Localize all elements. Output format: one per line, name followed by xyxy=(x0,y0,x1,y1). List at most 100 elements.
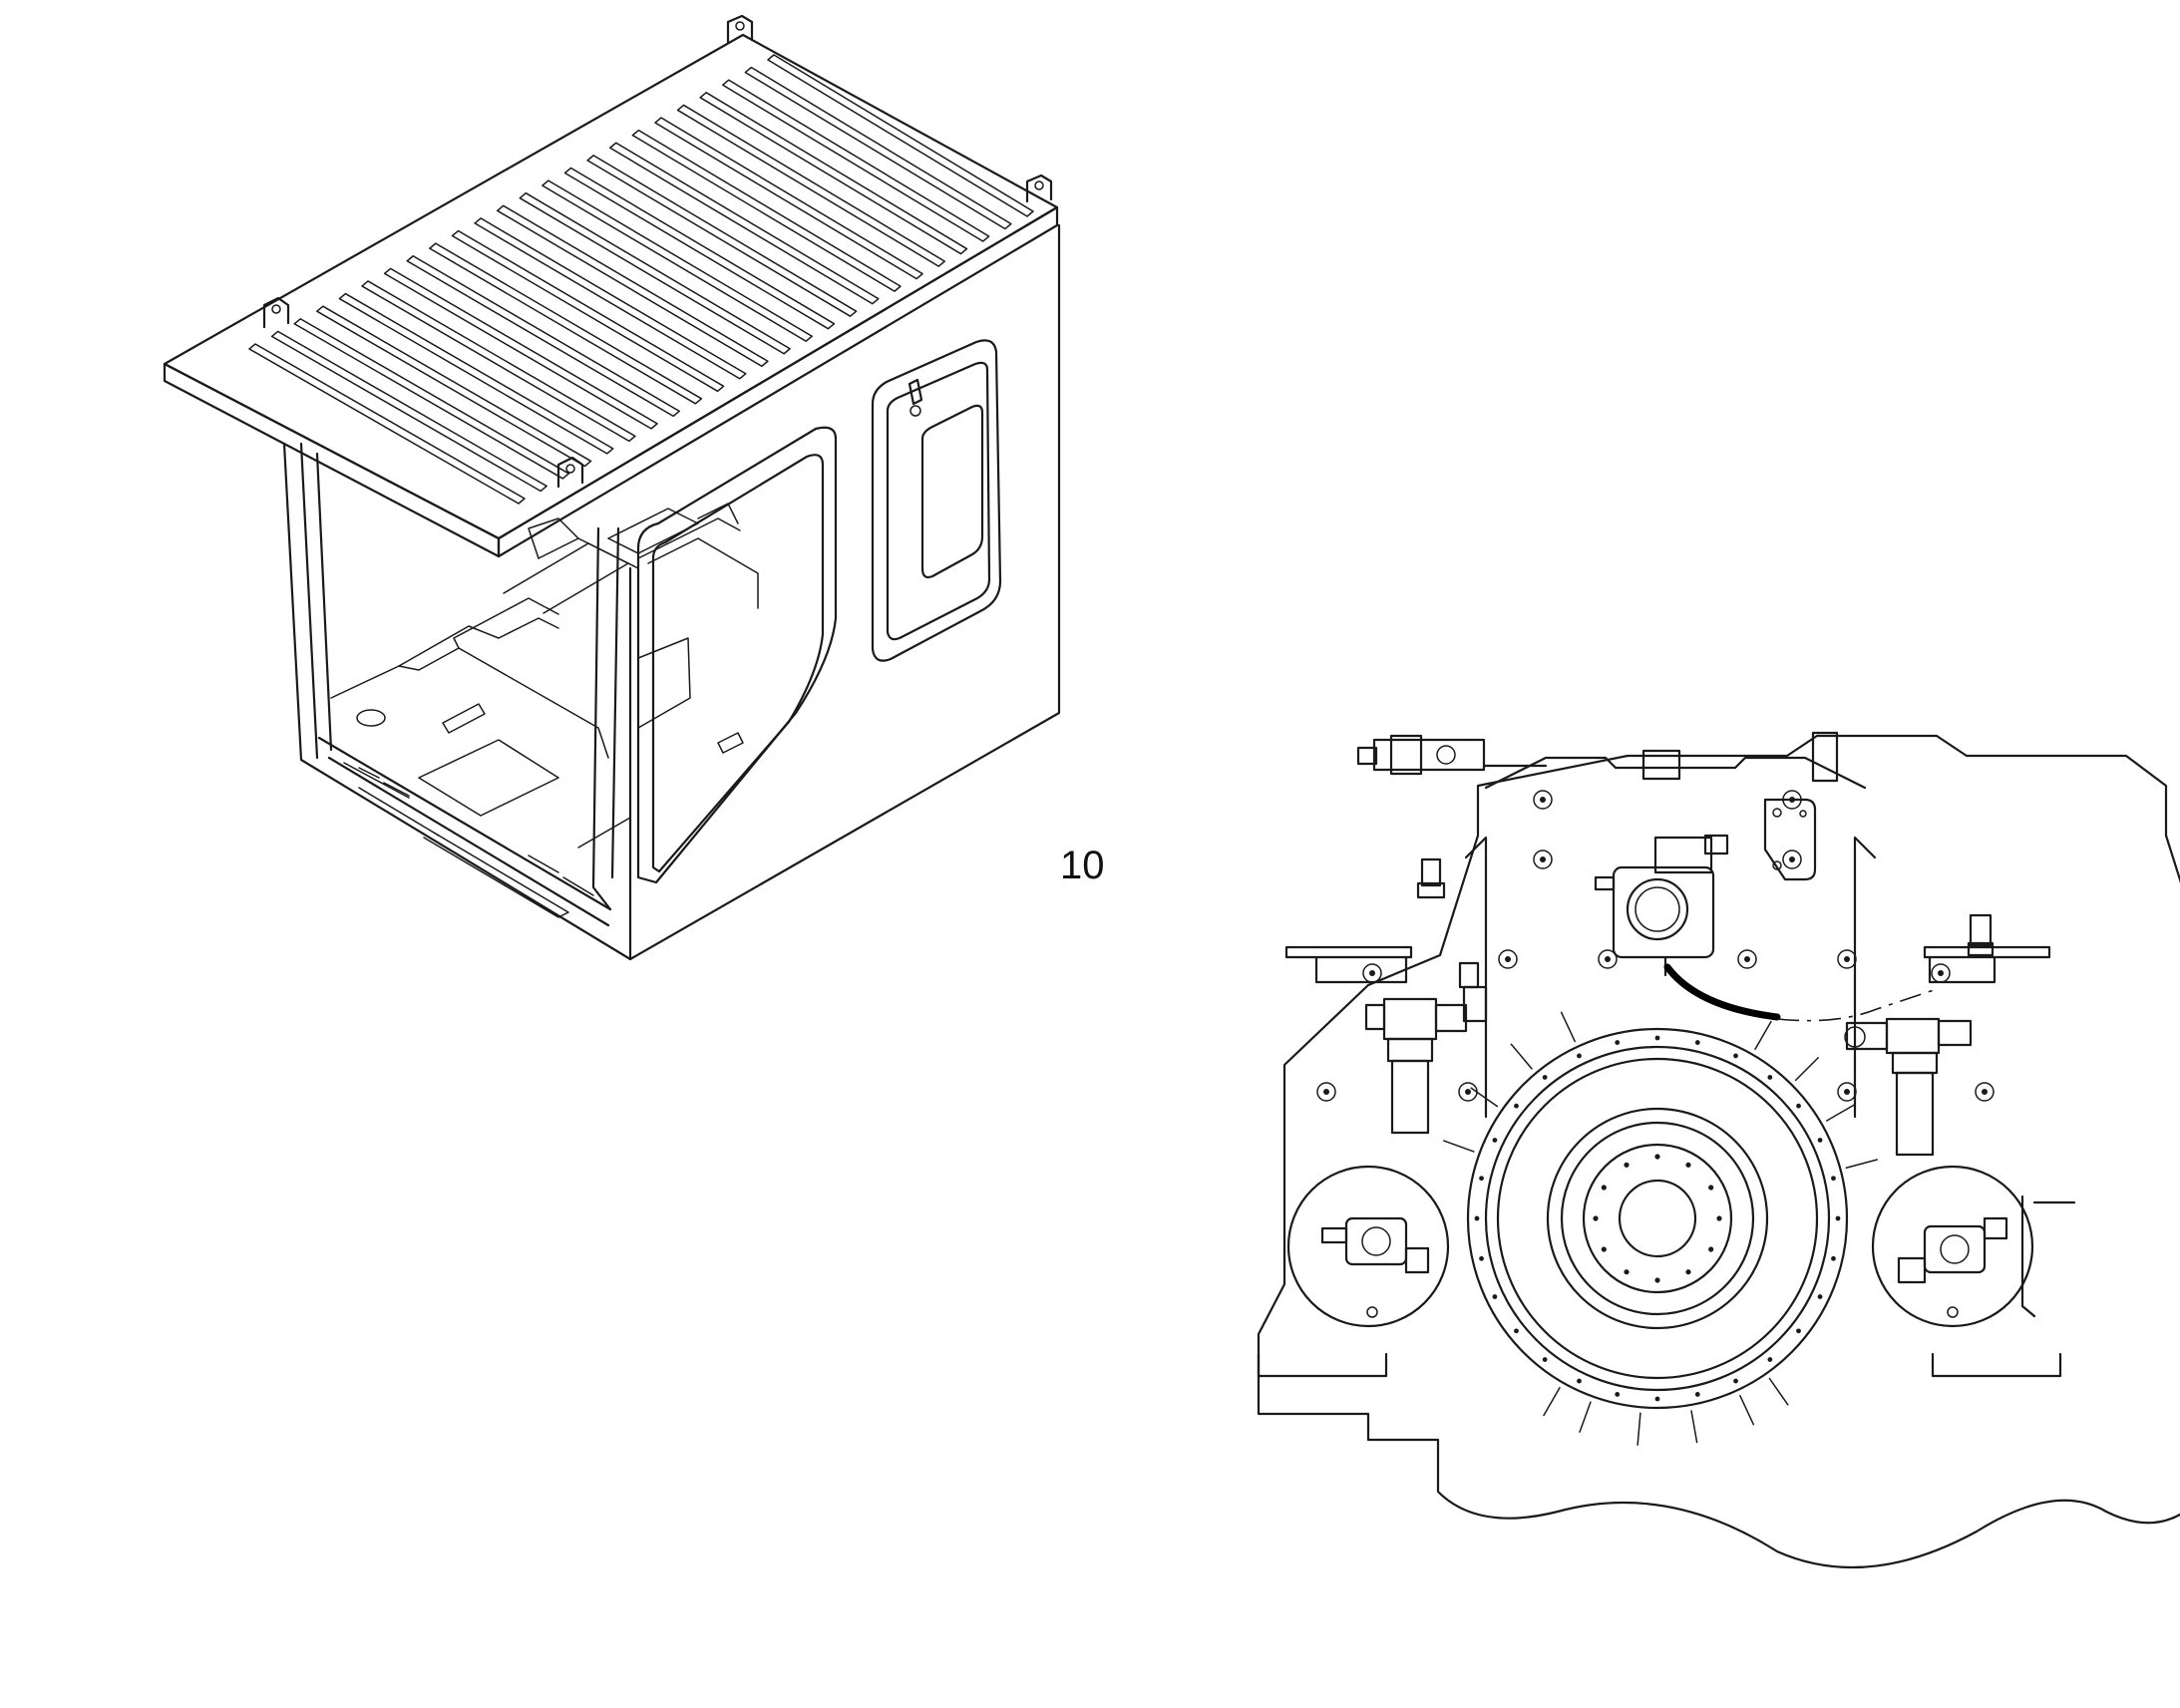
housing-rib xyxy=(1470,1087,1499,1108)
cab-roof xyxy=(163,14,1059,558)
mounting-holes xyxy=(1316,790,1995,1102)
callout-label-10: 10 xyxy=(1060,844,1105,887)
drive-pad-left xyxy=(1286,1165,1450,1328)
bolt xyxy=(1615,1040,1621,1045)
mounting-hole xyxy=(1598,949,1618,969)
bolt xyxy=(1716,1215,1722,1221)
bolt xyxy=(1796,1328,1801,1334)
roof-slat xyxy=(519,191,791,355)
bolt xyxy=(1654,1154,1660,1160)
housing-rib xyxy=(1579,1401,1592,1433)
roof-slat xyxy=(767,54,1034,217)
mounting-hole xyxy=(1533,850,1553,869)
bolt xyxy=(1817,1138,1823,1143)
mounting-hole xyxy=(1837,1082,1857,1102)
mounting-hole xyxy=(1975,1082,1995,1102)
bolt xyxy=(1733,1378,1738,1384)
cab-bottom-vents xyxy=(358,767,594,896)
cab-body xyxy=(282,223,1061,961)
roof-slat xyxy=(316,305,592,468)
roof-slat xyxy=(248,343,526,505)
roof-slat xyxy=(676,104,946,267)
roof-slat xyxy=(338,292,614,455)
bolt xyxy=(1831,1255,1836,1261)
flywheel-housing xyxy=(1443,1011,1878,1446)
bolt xyxy=(1694,1040,1700,1045)
mounting-hole xyxy=(1498,949,1518,969)
bolt xyxy=(1479,1255,1484,1261)
pump-top-center xyxy=(1594,834,1729,977)
housing-rib xyxy=(1560,1011,1576,1043)
bolt xyxy=(1835,1215,1841,1221)
mounting-hole xyxy=(1533,790,1553,810)
roof-slat xyxy=(383,267,658,430)
bolt xyxy=(1654,1035,1660,1041)
bolt xyxy=(1492,1294,1498,1299)
bolt xyxy=(1624,1162,1630,1168)
housing-ribs xyxy=(1443,1011,1878,1446)
bolt xyxy=(1601,1185,1607,1191)
bolt xyxy=(1542,1075,1548,1080)
engine-assembly xyxy=(1257,731,2180,1569)
bolt xyxy=(1694,1392,1700,1397)
hydraulic-hose xyxy=(1663,963,1781,1021)
bracket-top-right xyxy=(1763,798,1817,881)
bolt xyxy=(1708,1185,1714,1191)
valve-block-top-left xyxy=(1356,734,1548,776)
bolt xyxy=(1492,1138,1498,1143)
bolt xyxy=(1733,1053,1738,1059)
housing-rib xyxy=(1754,1020,1772,1051)
filter-right xyxy=(1844,913,1995,1157)
mounting-hole xyxy=(1362,963,1382,983)
roof-slat xyxy=(406,254,680,418)
roof-slat xyxy=(586,155,858,317)
bolt xyxy=(1514,1103,1519,1109)
mounting-hole xyxy=(1737,949,1757,969)
engine-block-outline xyxy=(1257,734,2180,1569)
housing-rib xyxy=(1443,1140,1475,1153)
filter-left xyxy=(1364,857,1488,1135)
housing-rib xyxy=(1768,1377,1789,1406)
flywheel-bolt-ring xyxy=(1474,1035,1841,1402)
roof-slat xyxy=(293,318,570,480)
roof-slats xyxy=(248,54,1034,505)
housing-rib xyxy=(1739,1394,1755,1426)
roof-slat xyxy=(542,179,814,342)
housing-rib xyxy=(1825,1104,1856,1122)
roof-slat xyxy=(496,204,769,368)
housing-rib xyxy=(1690,1410,1698,1444)
roof-slat xyxy=(699,92,968,255)
roof-slat xyxy=(429,242,703,405)
roof-slat xyxy=(744,66,1012,230)
bolt xyxy=(1767,1075,1773,1080)
housing-rib xyxy=(1845,1159,1878,1170)
drive-pad-right xyxy=(1871,1165,2076,1328)
bolt xyxy=(1831,1176,1836,1182)
flywheel-inner-bolts xyxy=(1593,1154,1722,1283)
bolt xyxy=(1593,1215,1599,1221)
bolt xyxy=(1708,1246,1714,1252)
operator-cab xyxy=(163,14,1061,961)
mounting-hole xyxy=(1316,1082,1336,1102)
bolt xyxy=(1767,1357,1773,1362)
roof-slat xyxy=(361,280,636,443)
roof-slat xyxy=(654,117,923,280)
mounting-hole xyxy=(1837,949,1857,969)
roof-slat xyxy=(631,129,902,292)
mounting-hole xyxy=(1782,790,1802,810)
mounting-hole xyxy=(1782,850,1802,869)
bolt xyxy=(1514,1328,1519,1334)
roof-slat xyxy=(451,229,725,393)
bolt xyxy=(1577,1053,1582,1059)
bolt xyxy=(1474,1215,1480,1221)
bolt xyxy=(1654,1396,1660,1402)
roof-slat xyxy=(270,330,547,493)
housing-rib xyxy=(1636,1412,1641,1446)
bolt xyxy=(1624,1269,1630,1275)
mounting-hole xyxy=(1458,1082,1478,1102)
bolt xyxy=(1796,1103,1801,1109)
housing-rib xyxy=(1510,1043,1533,1070)
bolt xyxy=(1577,1378,1582,1384)
roof-slat xyxy=(474,217,747,380)
